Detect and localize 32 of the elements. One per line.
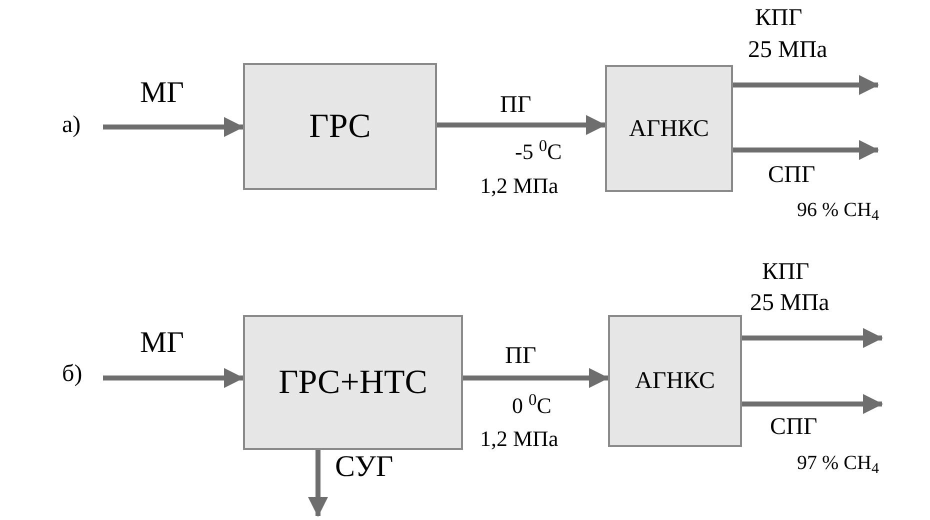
parameter-text: 96 % CH$_{4}$ [797, 200, 879, 220]
parameter-text: -5 $^{0}$C [515, 141, 562, 163]
arrow [742, 394, 883, 414]
parameter-text: а) [62, 113, 81, 137]
parameter-text: 97 % CH$_{4}$ [797, 453, 879, 473]
edge-label: МГ [140, 78, 184, 108]
process-box: АГНКС [608, 315, 742, 447]
process-box: ГРС+НТС [243, 315, 463, 450]
edge-label: МГ [140, 328, 184, 358]
process-box: ГРС [243, 63, 437, 190]
edge-label: СПГ [770, 415, 818, 439]
arrow [733, 140, 879, 160]
edge-label: СУГ [335, 452, 394, 482]
parameter-text: б) [62, 362, 82, 386]
edge-label: КПГ [762, 260, 810, 284]
parameter-text: 25 МПа [748, 38, 828, 62]
process-box: АГНКС [605, 65, 733, 192]
parameter-text: 25 МПа [750, 291, 830, 315]
edge-label: СПГ [768, 163, 816, 187]
arrow [308, 450, 328, 517]
edge-label: ПГ [505, 344, 536, 368]
arrow [437, 115, 606, 135]
arrow [463, 368, 609, 388]
arrow [103, 368, 244, 388]
edge-label: КПГ [755, 6, 802, 30]
edge-label: ПГ [500, 93, 532, 117]
arrow [742, 328, 883, 348]
parameter-text: 0 $^{0}$C [512, 395, 552, 417]
parameter-text: 1,2 МПа [480, 428, 558, 450]
arrow [103, 117, 244, 137]
arrow [733, 75, 879, 95]
parameter-text: 1,2 МПа [480, 175, 558, 197]
